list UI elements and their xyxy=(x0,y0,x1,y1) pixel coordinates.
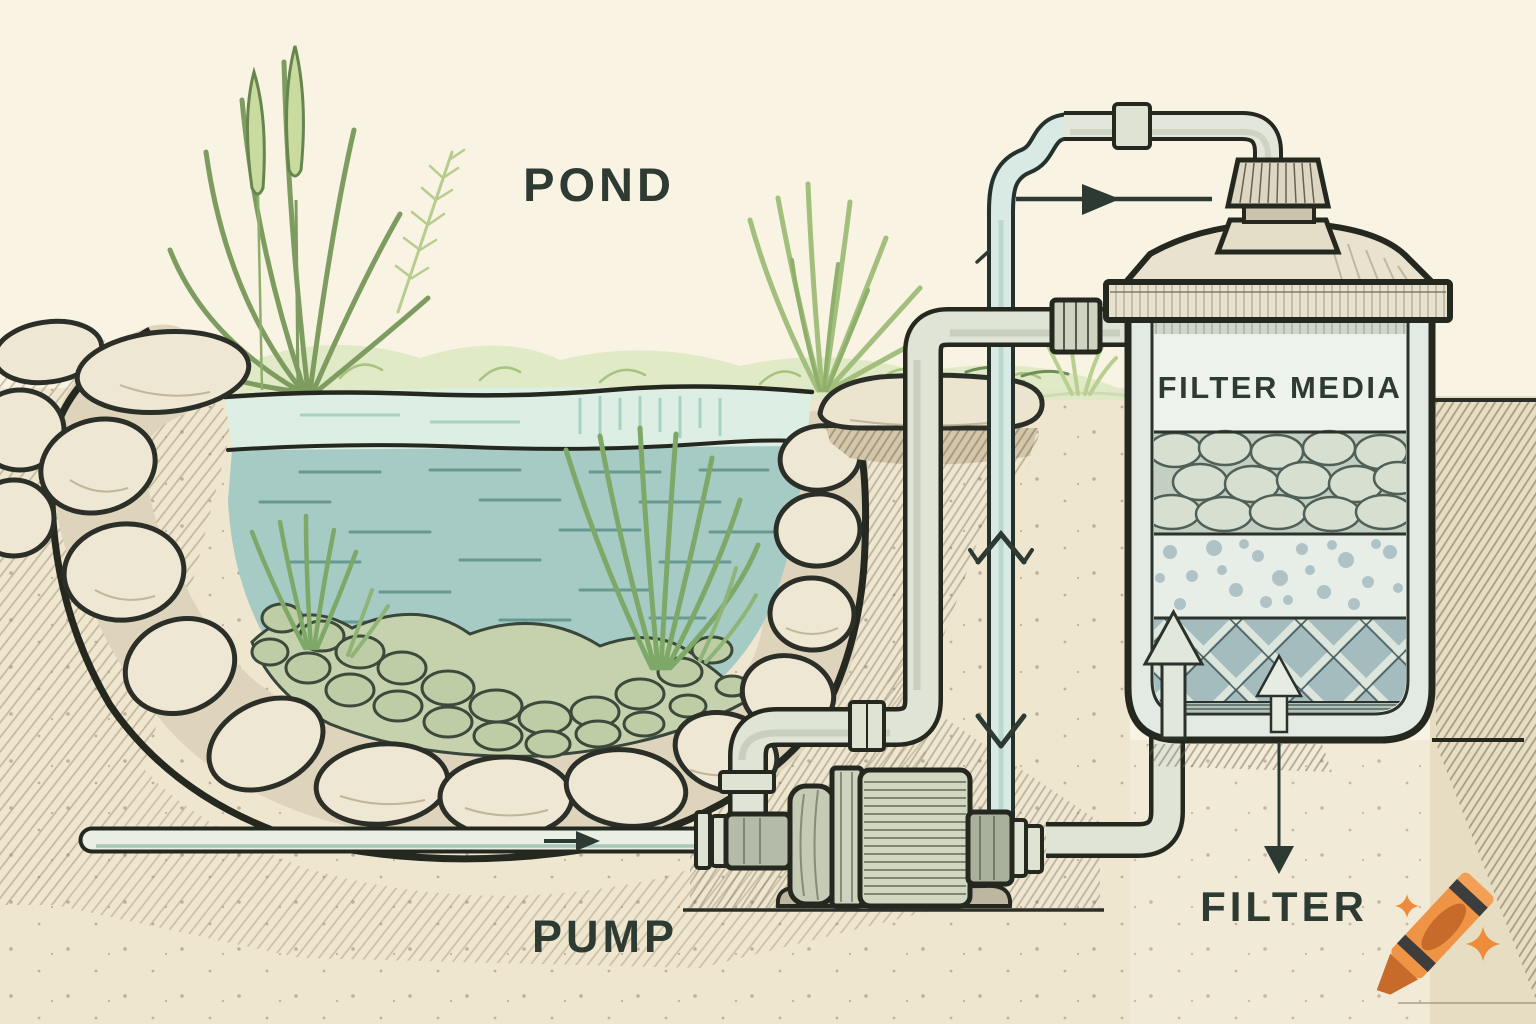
pump-label: PUMP xyxy=(532,911,678,962)
reed-leaf xyxy=(285,45,305,178)
intake-coupling xyxy=(694,810,712,870)
return-arrow-down xyxy=(975,713,1027,749)
filter-pointer-arrow xyxy=(1264,742,1294,874)
filter-media-label: FILTER MEDIA xyxy=(1158,370,1403,405)
return-pipe xyxy=(968,112,1074,818)
intake-pipe xyxy=(78,826,718,854)
filter-up-arrow-large xyxy=(1142,608,1205,740)
top-flow-arrow xyxy=(1016,184,1212,215)
waterline-lower xyxy=(226,438,808,452)
pump xyxy=(683,765,1104,912)
crayon-icon xyxy=(1376,872,1494,995)
pipe-coupling xyxy=(1112,102,1152,150)
pond-pebbles xyxy=(250,602,750,759)
filter-label: FILTER xyxy=(1200,883,1368,930)
reeds-left xyxy=(143,45,431,395)
pipe-coupling xyxy=(1024,824,1044,874)
return-chevron-up xyxy=(968,530,1034,565)
layer-foam xyxy=(1154,532,1406,618)
pond xyxy=(0,318,870,863)
surface-reflections xyxy=(300,396,722,442)
filter-cap xyxy=(1214,157,1342,255)
pipe-coupling xyxy=(718,770,776,794)
pond-stones xyxy=(0,318,863,840)
sparkle-icon xyxy=(1465,926,1501,962)
sparkle-icon xyxy=(1395,894,1419,918)
crayon-watermark xyxy=(1376,872,1501,995)
pond-label: POND xyxy=(523,158,675,211)
filter-media-layers xyxy=(1154,318,1406,712)
water-surface-band xyxy=(225,387,812,452)
top-return-pipe xyxy=(1064,102,1283,218)
reed-leaf xyxy=(245,66,266,196)
underwater-plants xyxy=(249,425,761,671)
pump-to-filter-pipe xyxy=(718,297,1128,814)
grass-tuft-right xyxy=(747,181,939,393)
pump-outlet-block xyxy=(965,809,1015,887)
tee-fitting xyxy=(723,811,793,871)
filter-up-arrow-small xyxy=(1254,653,1304,734)
intake-flow-arrow xyxy=(544,831,600,851)
pump-end-cone xyxy=(787,783,837,907)
pump-ribs xyxy=(864,781,966,895)
filter-shadow xyxy=(1146,744,1332,772)
filter-tank xyxy=(1103,157,1524,772)
waterline-top xyxy=(222,384,815,400)
fern-sprig xyxy=(394,148,466,314)
return-tick xyxy=(975,249,991,264)
layer-pebbles xyxy=(1154,429,1406,534)
stone-shading xyxy=(69,384,839,817)
